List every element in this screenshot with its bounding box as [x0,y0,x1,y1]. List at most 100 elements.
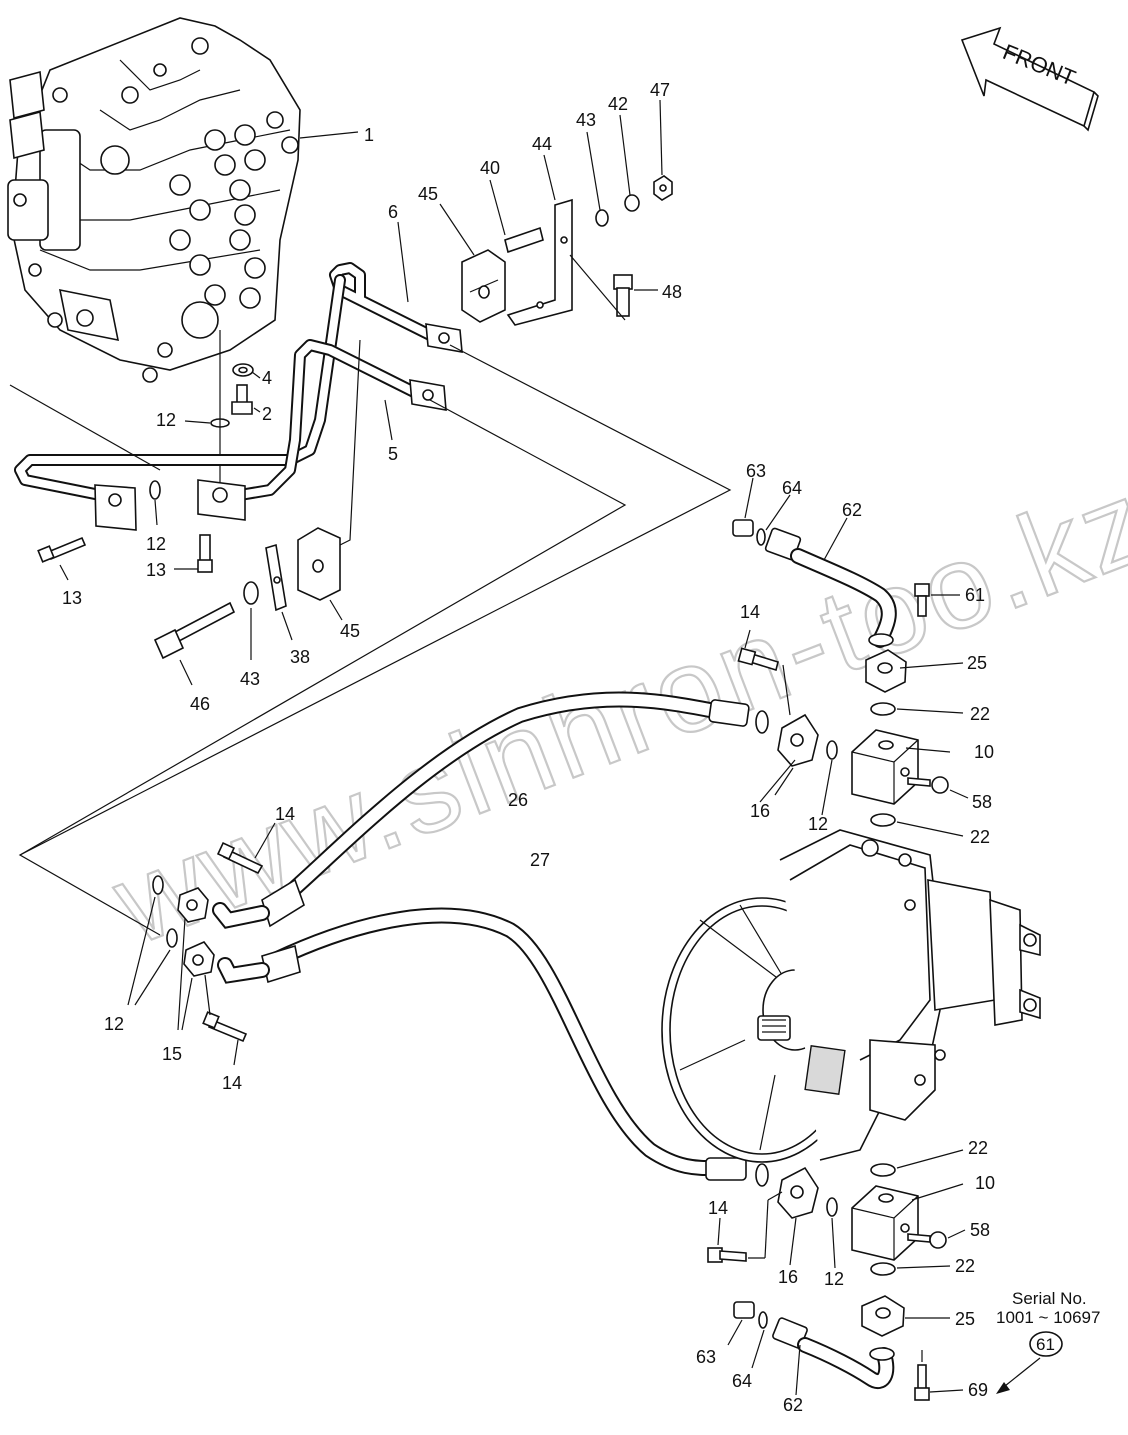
bolt-14-lower-right [707,1247,747,1263]
hose-62-top [764,527,897,648]
nut-47 [653,175,673,201]
label-63a: 63 [746,461,766,481]
flange-5 [409,379,447,411]
label-13a: 13 [62,588,82,608]
label-6: 6 [388,202,398,222]
hose-27 [217,907,769,1187]
bolt-13-center [197,534,213,573]
bolt-14-upper-right [737,647,779,672]
label-62b: 62 [783,1395,803,1415]
label-45a: 45 [418,184,438,204]
split-flange-15-bottom [183,941,215,977]
label-45b: 45 [340,621,360,641]
label-16b: 16 [778,1267,798,1287]
label-15: 15 [162,1044,182,1064]
label-64a: 64 [782,478,802,498]
label-12b: 12 [146,534,166,554]
bolt-69 [914,1364,930,1401]
hydraulic-pump [661,829,1041,1163]
bolt-2 [231,384,253,415]
label-26: 26 [508,790,528,810]
split-flange-16-bottom [777,1166,819,1219]
bolt-46 [153,601,236,660]
clamp-45-top [461,249,506,323]
oring-12-right-b [826,1197,838,1217]
bracket-44 [506,198,573,326]
oring-12-hose-a [152,875,164,895]
oring-12-hose-b [166,928,178,948]
label-25b: 25 [955,1309,975,1329]
hose-62-bottom [772,1317,895,1389]
bolt-61 [914,583,930,617]
label-10b: 10 [975,1173,995,1193]
label-25a: 25 [967,653,987,673]
oring-22-c [870,1163,896,1177]
label-5: 5 [388,444,398,464]
plug-63-top [732,519,754,537]
label-13b: 13 [146,560,166,580]
serial-title: Serial No. [1012,1289,1087,1308]
washer-43-bottom [243,581,259,605]
label-43b: 43 [240,669,260,689]
label-14d: 14 [708,1198,728,1218]
bolt-48 [613,274,633,317]
label-12e: 12 [824,1269,844,1289]
label-27: 27 [530,850,550,870]
label-22a: 22 [970,704,990,724]
label-47: 47 [650,80,670,100]
oring-12-left [149,480,161,500]
flange-left [94,484,137,531]
label-14c: 14 [222,1073,242,1093]
front-arrow-icon: FRONT [960,26,1099,132]
label-48: 48 [662,282,682,302]
plate-38 [265,543,287,612]
label-43a: 43 [576,110,596,130]
label-62a: 62 [842,500,862,520]
washer-4 [232,363,254,377]
label-22b: 22 [970,827,990,847]
pin-40 [504,226,544,254]
oring-22-d [870,1262,896,1276]
bolt-58-bottom [907,1231,947,1249]
label-63b: 63 [696,1347,716,1367]
oring-22-a [870,702,896,716]
label-12c: 12 [808,814,828,834]
flange-25-top [865,649,907,693]
oring-64-top [756,528,766,546]
hose-26 [212,691,769,929]
block-10-bottom [851,1185,919,1261]
label-14a: 14 [740,602,760,622]
pipe-5 [234,339,426,501]
control-valve [7,17,301,383]
split-flange-16-top [777,713,819,767]
flange-6 [425,323,463,353]
label-10a: 10 [974,742,994,762]
bolt-13-left [37,536,87,563]
serial-info: Serial No. 1001 ~ 10697 61 [996,1289,1100,1394]
oring-12-right-a [826,740,838,760]
label-22c: 22 [968,1138,988,1158]
plug-63-bottom [733,1301,755,1319]
clamp-45-bottom [297,527,341,601]
block-10-top [851,729,919,805]
label-64b: 64 [732,1371,752,1391]
callout-labels: 1 4 2 12 5 6 45 40 44 43 42 47 48 12 13 … [62,80,995,1415]
label-12a: 12 [156,410,176,430]
split-flange-15-top [177,887,209,923]
label-16a: 16 [750,801,770,821]
washer-43-top [595,209,609,227]
label-14b: 14 [275,804,295,824]
flange-center [197,479,246,521]
label-69: 69 [968,1380,988,1400]
label-58a: 58 [972,792,992,812]
bolt-14-upper-left [216,841,264,875]
washer-42 [624,194,640,212]
serial-ref: 61 [1036,1335,1055,1354]
oring-22-b [870,813,896,827]
label-1: 1 [364,125,374,145]
flange-25-bottom [861,1295,905,1337]
oring-64-bottom [758,1311,768,1329]
label-38: 38 [290,647,310,667]
serial-range: 1001 ~ 10697 [996,1308,1100,1327]
